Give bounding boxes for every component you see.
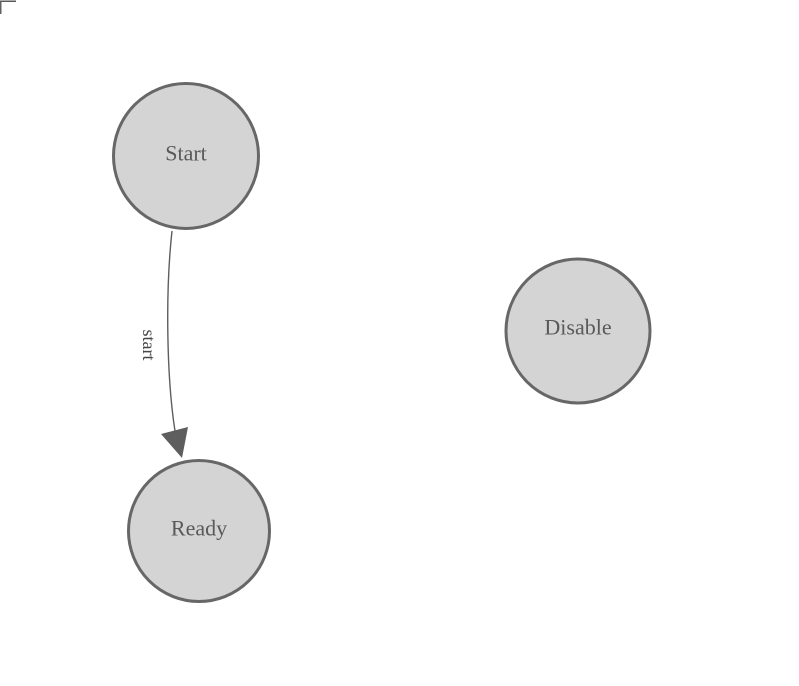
state-node-disable[interactable]: Disable (504, 257, 652, 405)
state-circle (504, 257, 652, 405)
state-label: Ready (171, 516, 227, 541)
transition-path (167, 230, 176, 432)
canvas-origin-marker-icon (0, 0, 16, 14)
state-label: Start (165, 141, 207, 166)
state-node-start[interactable]: Start (112, 82, 260, 230)
transition-label: start (139, 330, 159, 361)
transition-edge-start-to-ready[interactable]: start (139, 230, 188, 458)
state-circle (127, 459, 271, 603)
state-circle (112, 82, 260, 230)
state-label: Disable (544, 315, 611, 340)
transition-arrowhead-icon (161, 427, 188, 458)
state-node-ready[interactable]: Ready (127, 459, 271, 603)
